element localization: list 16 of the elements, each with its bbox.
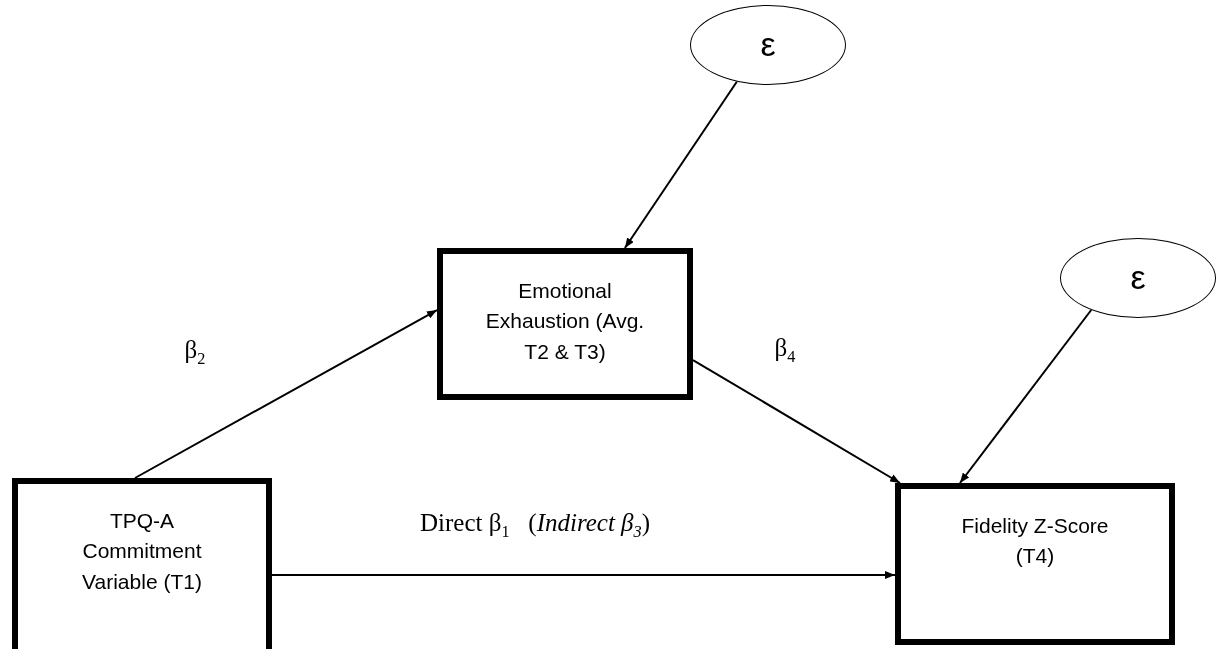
error-symbol: ε bbox=[1130, 257, 1146, 299]
variable-box bbox=[12, 478, 272, 649]
arrow bbox=[271, 571, 896, 579]
variable-label: TPQ-A Commitment Variable (T1) bbox=[81, 508, 203, 595]
edge-label: Direct β$_{1}$ (Indirect β$_{3}$) bbox=[420, 508, 650, 542]
arrow bbox=[692, 359, 902, 484]
arrow bbox=[958, 309, 1093, 484]
edge-label: β$_{4}$ bbox=[774, 333, 796, 367]
error-symbol: ε bbox=[760, 24, 776, 66]
variable-label: Fidelity Z-Score (T4) bbox=[960, 513, 1110, 570]
variable-label: Emotional Exhaustion (Avg. T2 & T3) bbox=[484, 278, 646, 365]
variable-box bbox=[895, 483, 1175, 645]
variable-box bbox=[437, 248, 693, 400]
edge-label: β$_{2}$ bbox=[184, 335, 206, 369]
arrow bbox=[623, 80, 738, 249]
arrow bbox=[134, 309, 438, 479]
